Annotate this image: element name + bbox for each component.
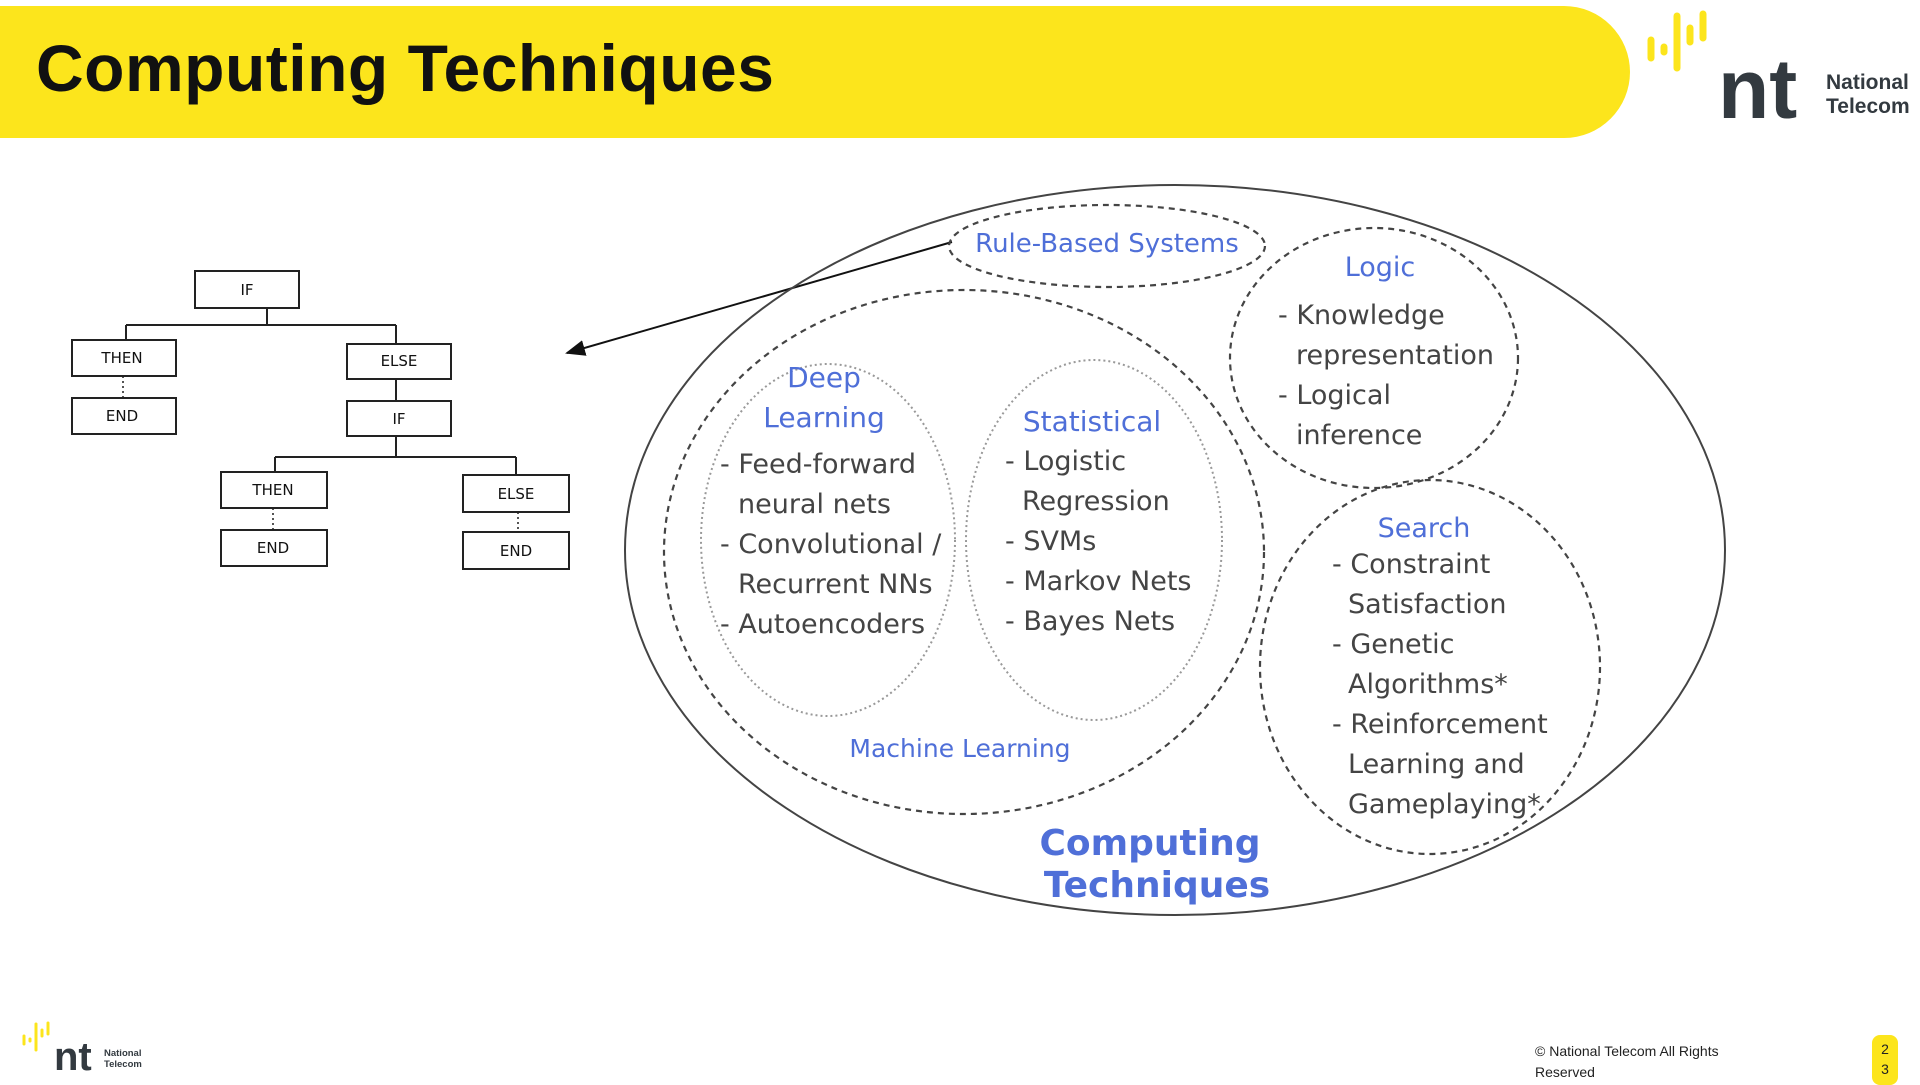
- statistical-line: - Bayes Nets: [1005, 606, 1175, 637]
- flowchart-box-end: [71, 397, 177, 435]
- search-line: Learning and: [1348, 749, 1525, 780]
- flowchart-label-if: IF: [240, 281, 253, 299]
- logo-mark: nt: [1718, 42, 1797, 136]
- logo-line-1: National: [1826, 71, 1909, 94]
- deep-learning-line: - Autoencoders: [720, 609, 925, 640]
- flowchart-box-if-nested: [346, 400, 452, 437]
- search-line: - Genetic: [1332, 629, 1455, 660]
- deep-learning-line: Recurrent NNs: [738, 569, 933, 600]
- flowchart-label-end-else: END: [500, 542, 532, 560]
- flowchart-box-else: [346, 343, 452, 380]
- machine-learning-ellipse: [662, 288, 1266, 816]
- search-line: - Reinforcement: [1332, 709, 1548, 740]
- deep-learning-ellipse: [700, 363, 956, 717]
- flowchart-label-then-nested: THEN: [251, 481, 293, 499]
- footer-logo: nt National Telecom: [22, 1021, 142, 1079]
- brand-logo: nt National Telecom: [1647, 10, 1910, 136]
- deep-learning-title-2: Learning: [763, 401, 885, 434]
- copyright-line-2: Reserved: [1535, 1064, 1595, 1080]
- statistical-title: Statistical: [1023, 405, 1161, 438]
- search-line: Satisfaction: [1348, 589, 1506, 620]
- flowchart-box-end-nested: [220, 529, 328, 567]
- signal-bars-icon: [22, 1021, 50, 1052]
- flowchart-box-if: [194, 270, 300, 309]
- search-line: Algorithms*: [1348, 669, 1508, 700]
- logic-line: representation: [1296, 340, 1494, 371]
- computing-techniques-diagram: Rule-Based Systems Machine Learning Deep…: [624, 184, 1726, 916]
- outer-ellipse: [624, 184, 1726, 916]
- footer-logo-line-1: National: [104, 1048, 141, 1059]
- logic-ellipse: [1228, 226, 1520, 490]
- rule-based-ellipse: [947, 203, 1267, 289]
- flowchart-box-end-else: [462, 531, 570, 570]
- page-number-digit-2: 3: [1881, 1061, 1889, 1077]
- copyright-line-1: © National Telecom All Rights: [1535, 1043, 1719, 1059]
- search-ellipse: [1258, 478, 1602, 856]
- statistical-ellipse: [965, 359, 1223, 721]
- machine-learning-label: Machine Learning: [849, 734, 1070, 763]
- flowchart-box-else-nested: [462, 474, 570, 513]
- footer-logo-line-2: Telecom: [104, 1059, 142, 1070]
- deep-learning-line: neural nets: [738, 489, 891, 520]
- logo-line-2: Telecom: [1826, 95, 1910, 118]
- flowchart-box-then-nested: [220, 471, 328, 509]
- flowchart-label-else: ELSE: [381, 352, 418, 370]
- deep-learning-title-1: Deep: [787, 361, 861, 394]
- flowchart-label-else-nested: ELSE: [498, 485, 535, 503]
- page-number-badge: 2 3: [1872, 1035, 1898, 1085]
- deep-learning-line: - Convolutional /: [720, 529, 942, 560]
- logic-line: inference: [1296, 420, 1422, 451]
- search-title: Search: [1378, 513, 1471, 544]
- computing-techniques-label-2: Techniques: [1044, 865, 1270, 906]
- statistical-line: - Markov Nets: [1005, 566, 1191, 597]
- flowchart-label-if-nested: IF: [392, 410, 405, 428]
- rule-based-label: Rule-Based Systems: [975, 229, 1239, 259]
- statistical-line: - Logistic: [1005, 446, 1126, 477]
- flowchart-label-end: END: [106, 407, 138, 425]
- signal-bars-icon: [1647, 10, 1707, 72]
- search-line: - Constraint: [1332, 549, 1490, 580]
- deep-learning-line: - Feed-forward: [720, 449, 916, 480]
- page-title: Computing Techniques: [36, 31, 775, 105]
- connector-arrow: [565, 241, 953, 356]
- logic-title: Logic: [1345, 252, 1416, 283]
- logic-line: - Logical: [1278, 380, 1391, 411]
- statistical-line: - SVMs: [1005, 526, 1096, 557]
- footer-logo-mark: nt: [54, 1035, 92, 1079]
- logic-line: - Knowledge: [1278, 300, 1445, 331]
- flowchart-label-then: THEN: [100, 349, 142, 367]
- statistical-line: Regression: [1022, 486, 1170, 517]
- search-line: Gameplaying*: [1348, 789, 1541, 820]
- copyright-notice: © National Telecom All Rights Reserved: [1535, 1041, 1719, 1083]
- if-else-flowchart: IF THEN END ELSE IF THEN END ELSE END: [71, 270, 570, 570]
- header-band: [0, 6, 1630, 138]
- computing-techniques-label-1: Computing: [1039, 823, 1260, 864]
- flowchart-box-then: [71, 339, 177, 377]
- page-number-digit-1: 2: [1881, 1041, 1889, 1057]
- flowchart-label-end-nested: END: [257, 539, 289, 557]
